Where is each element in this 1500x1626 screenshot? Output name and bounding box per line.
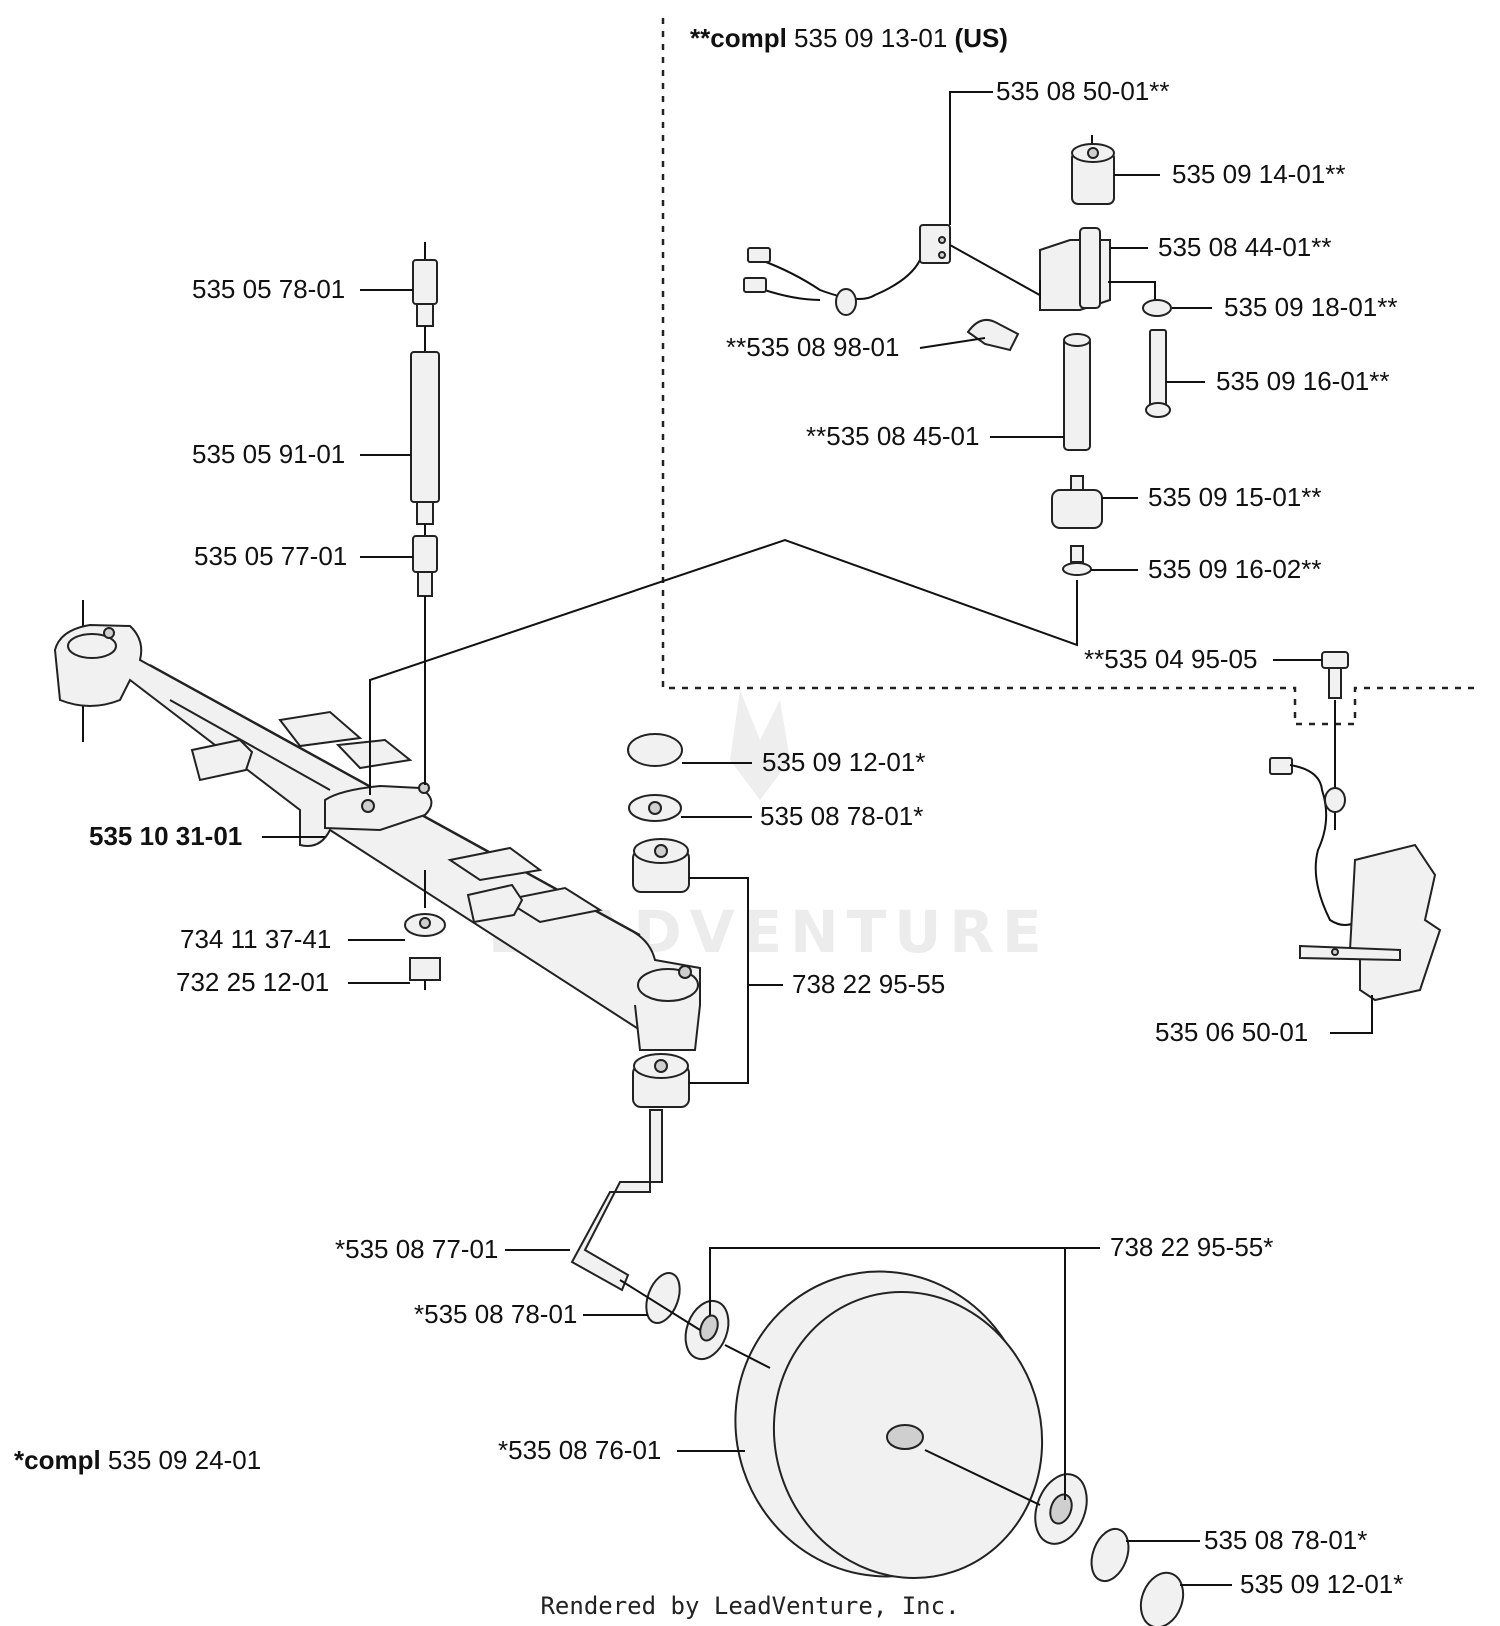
label-535-04-95-05: **535 04 95-05 [1084,644,1257,674]
label-535-09-14-01: 535 09 14-01** [1172,159,1345,189]
label-535-06-50-01: 535 06 50-01 [1155,1017,1308,1047]
label-738-22-95-55-star: 738 22 95-55* [1110,1232,1273,1262]
spacer-stack [404,242,446,990]
caster-parts [570,733,1185,1626]
label-535-05-91-01: 535 05 91-01 [192,439,345,469]
label-535-10-31-01: 535 10 31-01 [89,821,242,851]
label-535-08-78-01-left: *535 08 78-01 [414,1299,577,1329]
label-535-08-50-01: 535 08 50-01** [996,76,1169,106]
kit-note: *compl 535 09 24-01 [14,1445,261,1475]
us-kit-heading: **compl 535 09 13-01 (US) [690,23,1008,53]
leader-lines [262,91,1373,1586]
label-734-11-37-41: 734 11 37-41 [180,924,331,954]
label-535-09-16-01: 535 09 16-01** [1216,366,1389,396]
label-535-08-77-01: *535 08 77-01 [335,1234,498,1264]
label-535-09-18-01: 535 09 18-01** [1224,292,1397,322]
label-732-25-12-01: 732 25 12-01 [176,967,329,997]
label-535-08-78-01-top: 535 08 78-01* [760,801,923,831]
label-535-08-45-01: **535 08 45-01 [806,421,979,451]
label-535-09-12-01-bottom: 535 09 12-01* [1240,1569,1403,1599]
label-535-09-16-02: 535 09 16-02** [1148,554,1321,584]
sensor-switch-parts [369,135,1442,1002]
label-535-05-78-01: 535 05 78-01 [192,274,345,304]
label-535-08-44-01: 535 08 44-01** [1158,232,1331,262]
part-labels: **compl 535 09 13-01 (US) 535 05 78-01 5… [14,23,1403,1599]
label-535-05-77-01: 535 05 77-01 [194,541,347,571]
label-738-22-95-55: 738 22 95-55 [792,969,945,999]
label-535-09-15-01: 535 09 15-01** [1148,482,1321,512]
label-535-08-78-01-right: 535 08 78-01* [1204,1525,1367,1555]
us-kit-boundary [661,18,1478,726]
footer-credit: Rendered by LeadVenture, Inc. [540,1592,960,1620]
label-535-08-98-01: **535 08 98-01 [726,332,899,362]
label-535-08-76-01: *535 08 76-01 [498,1435,661,1465]
front-axle-beam [53,600,701,1051]
label-535-09-12-01-top: 535 09 12-01* [762,747,925,777]
